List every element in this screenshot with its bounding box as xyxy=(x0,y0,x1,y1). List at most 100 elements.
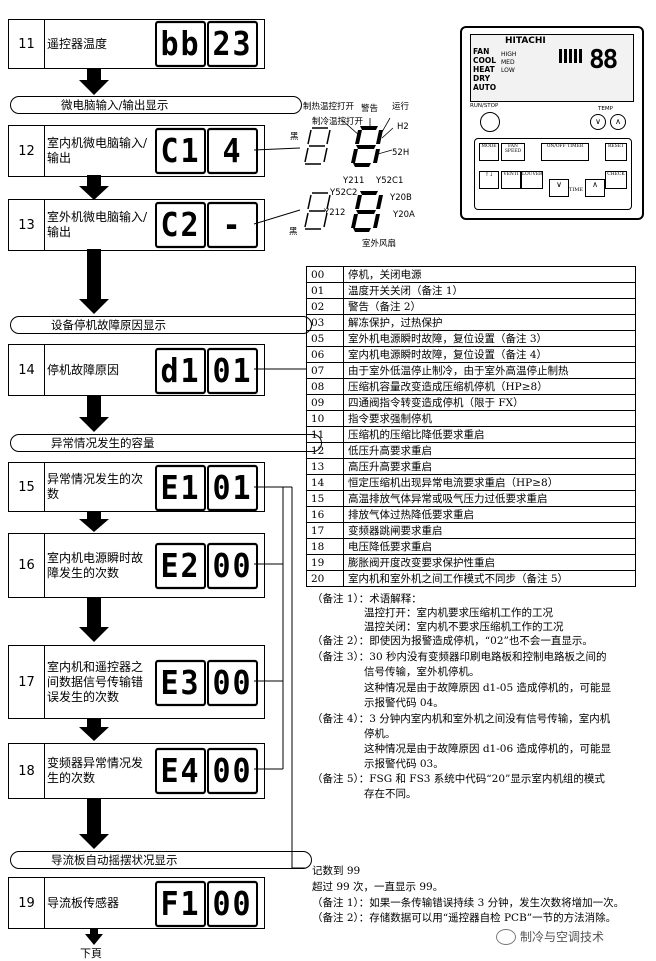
remote-controller: HITACHI FAN COOL HEAT DRY AUTO HIGH MED … xyxy=(460,26,644,220)
seg-label-52h: 52H xyxy=(392,148,410,158)
temp-up-button[interactable]: ∧ xyxy=(610,114,626,130)
code-description: 压缩机的压缩比降低要求重启 xyxy=(343,426,636,443)
time-down-button[interactable]: ∨ xyxy=(549,179,569,197)
code-value: 20 xyxy=(306,570,344,587)
display-right: 23 xyxy=(207,20,258,68)
note-2: （备注 2）：即使因为报警造成停机，“02”也不会一直显示。 xyxy=(312,635,593,647)
code-value: 07 xyxy=(306,362,344,379)
display-left: E3 xyxy=(155,659,206,707)
display-left: C2 xyxy=(155,201,206,249)
code-value: 01 xyxy=(306,282,344,299)
seg-label-y20b: Y20B xyxy=(390,193,412,203)
seg-label-y20a: Y20A xyxy=(393,210,415,220)
flow-arrow xyxy=(79,511,109,532)
speed-med: MED xyxy=(501,59,515,66)
display-right: 00 xyxy=(207,747,258,795)
code-description: 指令要求强制停机 xyxy=(343,410,636,427)
flow-arrow xyxy=(79,798,109,849)
note-1-line-2: 温控关闭：室内机不要求压缩机工作的工况 xyxy=(364,621,564,633)
mode-dry: DRY xyxy=(473,74,491,83)
remote-button-panel: MODE FAN SPEED ON/OFF TIMER RESET VENTI … xyxy=(474,138,632,210)
step-label: 室内机微电脑输入/输出 xyxy=(44,126,154,176)
code-value: 10 xyxy=(306,410,344,427)
code-description: 高压升高要求重启 xyxy=(343,458,636,475)
code-value: 18 xyxy=(306,538,344,555)
check-button[interactable]: CHECK xyxy=(605,171,627,189)
display-right: 01 xyxy=(207,347,258,395)
step-label: 导流板传感器 xyxy=(44,878,154,928)
mode-button[interactable]: MODE xyxy=(479,143,499,161)
flow-arrow xyxy=(79,718,109,741)
step-label: 室内机电源瞬时故障发生的次数 xyxy=(44,534,154,597)
flow-arrow xyxy=(79,249,109,314)
display-left: F1 xyxy=(155,880,206,928)
section-micro-io: 微电脑输入/输出显示 xyxy=(10,96,302,114)
code-description: 室内机和室外机之间工作模式不同步（备注 5） xyxy=(343,570,636,587)
display-left: E2 xyxy=(155,542,206,590)
fan-speed-button[interactable]: FAN SPEED xyxy=(501,143,525,161)
code-value: 05 xyxy=(306,330,344,347)
step-label: 异常情况发生的次数 xyxy=(44,463,154,511)
run-stop-label: RUN/STOP xyxy=(470,103,499,109)
code-description: 排放气体过热降低要求重启 xyxy=(343,506,636,523)
code-value: 11 xyxy=(306,426,344,443)
watermark-text: 制冷与空调技术 xyxy=(520,930,605,944)
up-down-button[interactable]: ↑↓ xyxy=(479,171,499,189)
display-left: C1 xyxy=(155,127,206,175)
flow-arrow xyxy=(79,175,109,200)
code-value: 03 xyxy=(306,314,344,331)
note-4-line-1: （备注 4）：3 分钟内室内机和室外机之间没有信号传输，室内机 xyxy=(312,713,611,725)
code-description: 室外机电源瞬时故障，复位设置（备注 3） xyxy=(343,330,636,347)
display-right: 4 xyxy=(207,127,258,175)
step-number: 18 xyxy=(18,763,35,779)
step-number: 14 xyxy=(18,362,35,378)
louver-button[interactable]: LOUVER xyxy=(521,171,543,189)
speed-high: HIGH xyxy=(501,51,517,58)
code-description: 膨胀阀开度改变要求保护性重启 xyxy=(343,554,636,571)
temp-label: TEMP xyxy=(598,106,613,112)
seg-label-alarm: 警告 xyxy=(361,104,379,114)
section-louver: 导流板自动摇摆状况显示 xyxy=(10,851,312,869)
code-description: 恒定压缩机出现异常电流要求重启（HP≥8） xyxy=(343,474,636,491)
step-number: 17 xyxy=(18,674,35,690)
mode-heat: HEAT xyxy=(473,65,495,74)
note-4-line-3: 这种情况是由于故障原因 d1-06 造成停机的，可能显 xyxy=(364,743,611,755)
code-value: 08 xyxy=(306,378,344,395)
timer-button[interactable]: ON/OFF TIMER xyxy=(541,143,589,161)
step-number: 12 xyxy=(18,143,35,159)
time-up-button[interactable]: ∧ xyxy=(585,179,605,197)
count-note-1: 记数到 99 xyxy=(312,865,361,877)
seg-label-y52c2: Y52C2 xyxy=(330,188,358,198)
note-5-line-1: （备注 5）：FSG 和 FS3 系统中代码“20”显示室内机组的模式 xyxy=(312,773,605,785)
code-value: 16 xyxy=(306,506,344,523)
run-stop-button[interactable] xyxy=(480,112,500,132)
code-description: 变频器跳闸要求重启 xyxy=(343,522,636,539)
code-value: 17 xyxy=(306,522,344,539)
step-number: 15 xyxy=(18,479,35,495)
reset-button[interactable]: RESET xyxy=(605,143,627,161)
code-value: 06 xyxy=(306,346,344,363)
step-label: 室内机和遥控器之间数据信号传输错误发生的次数 xyxy=(44,646,154,718)
step-label: 室外机微电脑输入/输出 xyxy=(44,200,154,250)
outdoor-segment-diagram xyxy=(304,191,383,232)
temp-down-button[interactable]: ∨ xyxy=(590,114,606,130)
code-value: 12 xyxy=(306,442,344,459)
code-description: 由于室外低温停止制冷，由于室外高温停止制热 xyxy=(343,362,636,379)
code-description: 警告（备注 2） xyxy=(343,298,636,315)
code-description: 电压降低要求重启 xyxy=(343,538,636,555)
display-right: - xyxy=(207,201,258,249)
venti-button[interactable]: VENTI xyxy=(501,171,521,189)
seg-label-y212: Y212 xyxy=(324,208,346,218)
seg-label-heat-thermo: 制热温控打开 xyxy=(303,102,355,112)
code-value: 00 xyxy=(306,266,344,283)
step-number: 11 xyxy=(18,36,35,52)
